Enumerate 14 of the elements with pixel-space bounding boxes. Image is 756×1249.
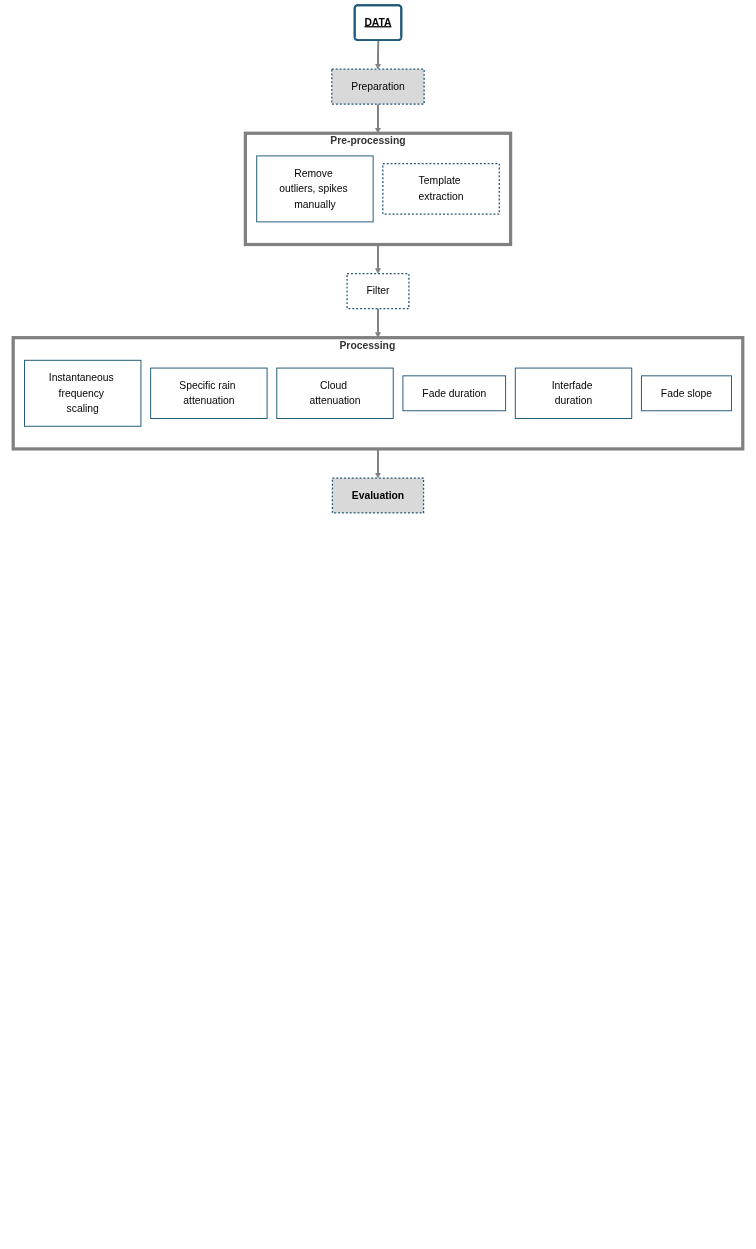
arrow [375, 39, 381, 70]
node-box: Cloud attenuation [276, 367, 394, 419]
node-box: Specific rain attenuation [150, 367, 268, 419]
node-box: Filter [346, 272, 410, 310]
arrow [375, 103, 381, 134]
node-box: Fade slope [640, 375, 732, 412]
node-box: Evaluation [331, 477, 425, 514]
arrow [375, 307, 381, 338]
node-box: Instantaneous frequency scaling [24, 359, 142, 427]
node-box: Template extraction [382, 163, 500, 215]
node-box: Fade duration [402, 375, 507, 412]
node-box: Remove outliers, spikes manually [256, 155, 374, 223]
node-box: Interfade duration [514, 367, 633, 419]
node-box: Preparation [331, 68, 425, 105]
